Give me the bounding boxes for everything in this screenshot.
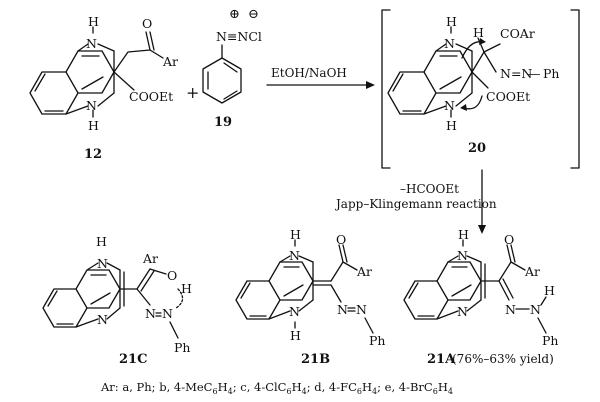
compound-21a: H N N O Ar N N H Ph 21A (76%–63% yield) <box>403 227 558 367</box>
plus-charge: ⊕ <box>229 7 240 22</box>
hydrazone-n1: N <box>505 302 516 317</box>
carbonyl-o: O <box>142 16 152 31</box>
compound-label-19: 19 <box>214 115 232 130</box>
carbonyl-o: O <box>504 232 514 247</box>
left-bracket <box>381 9 391 169</box>
nh-bottom-h: H <box>88 118 99 133</box>
right-bracket <box>570 9 580 169</box>
plus-sign: + <box>186 83 199 102</box>
yield-text: (76%–63% yield) <box>452 352 554 366</box>
naphthalene-ring <box>235 261 314 320</box>
compound-12: H N N H O Ar COOEt 12 <box>29 14 178 162</box>
azo-n2: N <box>162 306 173 321</box>
azo-group: N=N <box>500 66 532 81</box>
reagent-label: EtOH/NaOH <box>271 66 347 80</box>
compound-label-21a: 21A <box>427 352 456 367</box>
ar-group: Ar <box>356 264 372 279</box>
enol-h: H <box>181 281 192 296</box>
compound-label-21c: 21C <box>119 352 147 367</box>
n-bottom-atom: N <box>457 304 468 319</box>
naphthalene-ring <box>387 50 473 115</box>
carbonyl-o: O <box>336 232 346 247</box>
reaction-arrow-2: –HCOOEt Japp–Klingemann reaction <box>334 169 497 234</box>
side-chain <box>113 31 164 91</box>
compound-20: H N N H H COAr N=N — Ph COOEt 20 <box>387 14 559 156</box>
nh-h: H <box>96 234 107 249</box>
phenyl-group: Ph <box>174 340 190 355</box>
compound-19: ⊕ ⊖ N≡NCl 19 <box>202 7 262 130</box>
reaction-arrow-1: EtOH/NaOH <box>266 66 375 89</box>
n-top-atom: N <box>444 36 455 51</box>
nh-bottom-h: H <box>446 118 457 133</box>
compound-label-20: 20 <box>468 141 486 156</box>
diazonium-group: N≡NCl <box>216 29 262 44</box>
coar-group: COAr <box>500 26 535 41</box>
side-label-2: Japp–Klingemann reaction <box>334 197 497 211</box>
side-chain <box>471 37 501 89</box>
n-bottom-atom: N <box>444 98 455 113</box>
hydrazone-n2: N <box>530 302 541 317</box>
compound-label-21b: 21B <box>301 352 330 367</box>
cooet-group: COOEt <box>129 89 173 104</box>
hydrazone-h: H <box>544 283 555 298</box>
naphthalene-ring <box>42 269 121 328</box>
cooet-group: COOEt <box>486 89 530 104</box>
nh-top-h: H <box>88 14 99 29</box>
enol-o: O <box>167 268 177 283</box>
n-bottom-atom: N <box>97 312 108 327</box>
nh-top-h: H <box>290 227 301 242</box>
nh-bottom-h: H <box>290 328 301 343</box>
nh-top-h: H <box>458 227 469 242</box>
naphthalene-ring <box>403 261 482 320</box>
naphthalene-ring <box>29 50 115 115</box>
azo-n1: N <box>145 306 156 321</box>
n-top-atom: N <box>86 36 97 51</box>
n-bottom-atom: N <box>289 304 300 319</box>
azo-n1: N <box>337 302 348 317</box>
n-top-atom: N <box>457 248 468 263</box>
phenyl-group: Ph <box>543 66 559 81</box>
azo-bond-dash: — <box>528 66 541 81</box>
phenyl-group: Ph <box>542 333 558 348</box>
ar-group: Ar <box>142 251 158 266</box>
phenyl-group: Ph <box>369 333 385 348</box>
compound-label-12: 12 <box>84 147 102 162</box>
n-bottom-atom: N <box>86 98 97 113</box>
nh-top-h: H <box>446 14 457 29</box>
ar-group: Ar <box>524 264 540 279</box>
pyrimidine-ring <box>423 43 473 115</box>
compound-21b: H N N H O Ar N N Ph 21B <box>235 227 385 367</box>
ar-group: Ar <box>162 54 178 69</box>
azo-n2: N <box>356 302 367 317</box>
minus-charge: ⊖ <box>248 7 259 22</box>
alpha-h: H <box>473 25 484 40</box>
phenyl-ring <box>202 57 242 104</box>
compound-21c: H N N Ar O H N N Ph 21C <box>42 234 192 367</box>
n-top-atom: N <box>289 248 300 263</box>
ar-caption: Ar: a, Ph; b, 4-MeC6H4; c, 4-ClC6H4; d, … <box>100 380 453 396</box>
side-label-1: –HCOOEt <box>400 182 459 196</box>
n-top-atom: N <box>97 256 108 271</box>
